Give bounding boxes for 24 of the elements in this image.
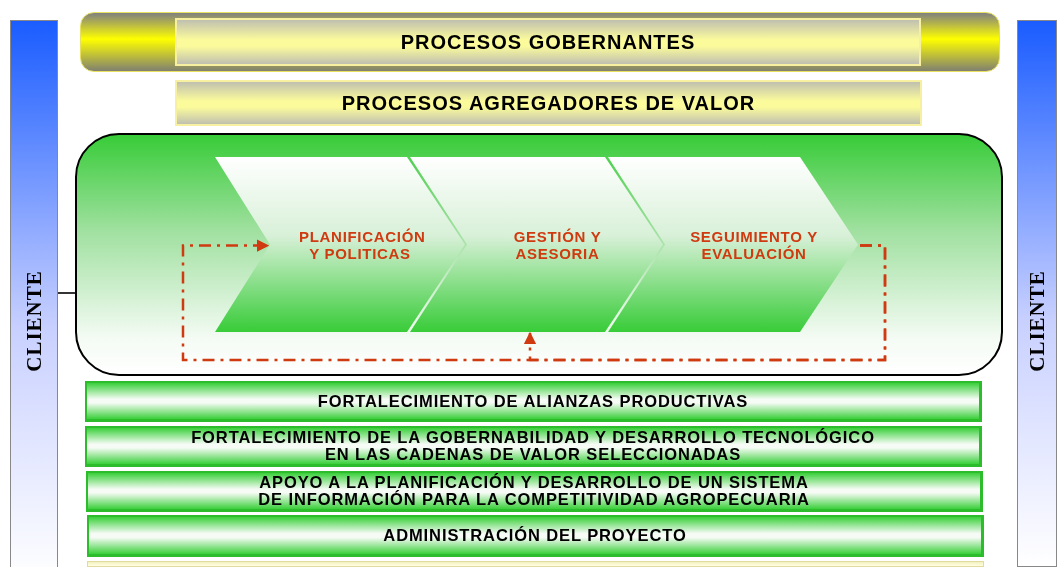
process-box <box>175 80 922 126</box>
component-bar <box>85 426 982 467</box>
client-bar <box>10 20 58 567</box>
process-container <box>75 133 1003 376</box>
client-label: CLIENTE <box>1024 270 1050 372</box>
box-title: PROCESOS AGREGADORES DE VALOR <box>341 91 756 115</box>
bar-title: ADMINISTRACIÓN DEL PROYECTO <box>383 527 687 544</box>
client-label: CLIENTE <box>21 270 47 372</box>
component-bar <box>85 381 982 422</box>
process-band <box>80 12 1000 72</box>
bar-title: FORTALECIMIENTO DE ALIANZAS PRODUCTIVAS <box>317 392 749 410</box>
dashed-arrow <box>181 239 887 362</box>
bar-title: APOYO A LA PLANIFICACIÓN Y DESARROLLO DE UN SISTEMA DE INFORMACIÓN PARA LA COMPETITIVIDAD AGROPECUARIA <box>257 474 811 508</box>
connector-line <box>57 292 76 294</box>
chevron-label: GESTIÓN Y ASESORIA <box>512 227 603 262</box>
client-bar <box>1017 20 1057 567</box>
process-step-shape <box>215 157 465 332</box>
component-bar <box>87 561 984 567</box>
band-title: PROCESOS GOBERNANTES <box>400 30 696 54</box>
component-bar <box>86 471 983 512</box>
component-bar <box>87 515 984 557</box>
bar-title: FORTALECIMIENTO DE LA GOBERNABILIDAD Y DESARROLLO TECNOLÓGICO EN LAS CADENAS DE VALOR SELECCIONADAS <box>190 429 876 463</box>
process-step-shape <box>608 157 858 332</box>
chevron-label: SEGUIMIENTO Y EVALUACIÓN <box>689 227 819 262</box>
